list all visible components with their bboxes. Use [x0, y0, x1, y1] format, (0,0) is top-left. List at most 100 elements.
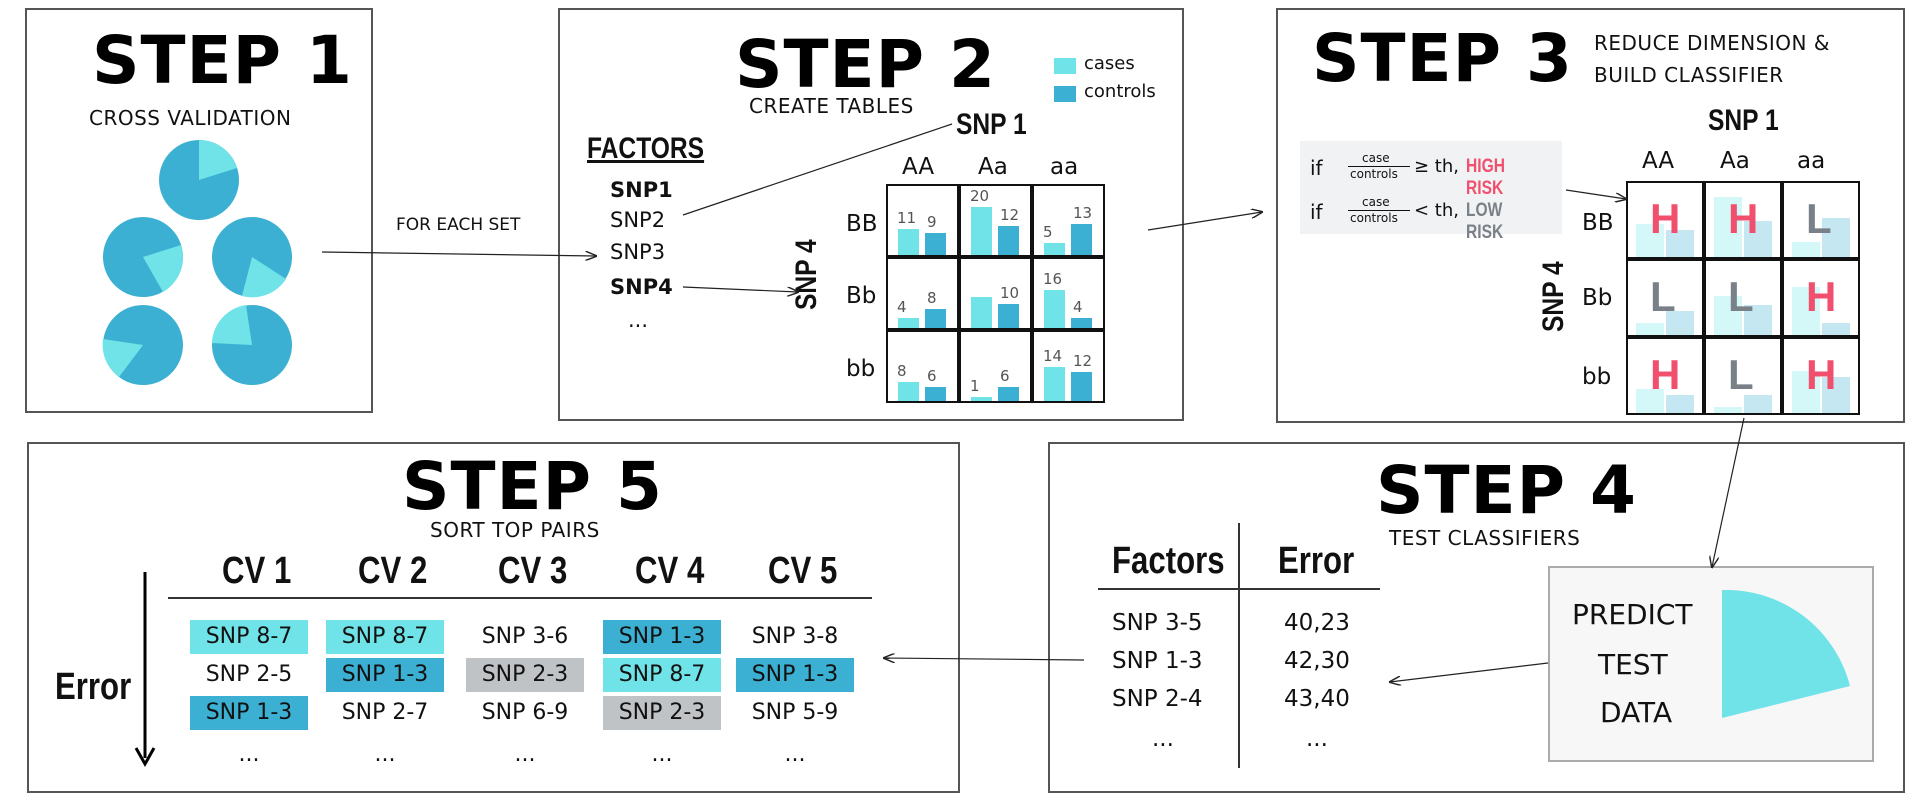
cases-value-label: 16 [1043, 269, 1063, 288]
step2-row-BB: BB [846, 211, 878, 237]
step4-row2-factor: SNP 1-3 [1112, 648, 1203, 674]
faded-controls-bar [1822, 377, 1850, 413]
cv-more-ellipsis: ... [374, 742, 396, 767]
cv-header-5: CV 5 [768, 550, 838, 592]
controls-value-label: 6 [927, 366, 937, 385]
factor-snp2: SNP2 [610, 208, 666, 232]
legend-cases-swatch [1054, 58, 1076, 74]
high-risk-label: H [1806, 351, 1837, 398]
predict-line2: TEST [1598, 648, 1668, 681]
cv-more-ellipsis: ... [651, 742, 673, 767]
cv-pair-tag: SNP 5-9 [751, 700, 839, 725]
faded-cases-bar [1714, 296, 1742, 335]
cv-pair-tag: SNP 1-3 [736, 658, 854, 692]
step2-col-Aa: Aa [978, 154, 1008, 180]
step3-col-Aa: Aa [1720, 148, 1750, 174]
cases-value-label: 14 [1043, 347, 1063, 366]
cv-pie-4 [102, 305, 183, 385]
step5-header-rule [168, 597, 872, 599]
cv-pair-tag: SNP 2-3 [466, 658, 584, 692]
rule-low: if case controls < th, LOW RISK [1310, 191, 1560, 243]
cv-header-4: CV 4 [635, 550, 705, 592]
factors-heading: FACTORS [587, 132, 705, 165]
step2-col-AA: AA [902, 154, 935, 180]
legend-controls-label: controls [1084, 81, 1156, 102]
step3-cell-r2c3: H [1782, 259, 1860, 337]
faded-cases-bar [1714, 407, 1742, 413]
cases-bar [971, 296, 992, 328]
rule-high: if case controls ≥ th, HIGH RISK [1310, 147, 1560, 199]
step5-error-label: Error [55, 666, 132, 708]
cv-pie-2 [103, 217, 183, 297]
cv-pie-3 [212, 217, 292, 298]
rule-low-den: controls [1350, 211, 1398, 225]
cv-pair-tag: SNP 8-7 [326, 620, 444, 654]
faded-cases-bar [1792, 242, 1820, 257]
line-snp1-to-table [682, 123, 953, 216]
step3-subtitle-line2: BUILD CLASSIFIER [1594, 63, 1784, 87]
controls-bar [1071, 223, 1092, 255]
step3-row-BB: BB [1582, 210, 1614, 236]
step4-row2-error: 42,30 [1284, 648, 1350, 674]
step3-cell-r1c2: H [1704, 181, 1782, 259]
step3-title: STEP 3 [1312, 20, 1573, 97]
cases-value-label: 5 [1043, 223, 1053, 241]
cv-pair-tag: SNP 3-6 [481, 624, 569, 649]
cv-more-ellipsis: ... [514, 742, 536, 767]
cross-validation-pies [102, 140, 292, 385]
cases-value-label: 11 [897, 208, 917, 227]
faded-cases-bar [1636, 224, 1664, 257]
cases-bar [1044, 367, 1065, 401]
low-risk-label: L [1728, 351, 1754, 398]
step3-cell-r3c3: H [1782, 337, 1860, 415]
cv-pair-tag: SNP 2-7 [341, 700, 429, 725]
high-risk-label: H [1650, 351, 1681, 398]
controls-value-label: 6 [1000, 366, 1010, 385]
cv-more-ellipsis: ... [238, 742, 260, 767]
step3-row-bb: bb [1582, 364, 1612, 390]
step3-row-Bb: Bb [1582, 285, 1613, 311]
step3-subtitle-line1: REDUCE DIMENSION & [1594, 31, 1830, 55]
faded-controls-bar [1744, 305, 1772, 335]
cases-bar [971, 207, 992, 255]
cv-header-3: CV 3 [498, 550, 568, 592]
cv-pair-tag: SNP 6-9 [481, 700, 569, 725]
step3-cell-r1c3: L [1782, 181, 1860, 259]
step4-column-rule [1238, 523, 1240, 768]
predict-line3: DATA [1600, 696, 1673, 729]
factor-snp4: SNP4 [610, 275, 673, 299]
step2-col-aa: aa [1050, 154, 1079, 180]
arrow-predict-to-step4 [1390, 662, 1549, 682]
faded-controls-bar [1744, 221, 1772, 257]
low-risk-label: L [1806, 195, 1832, 242]
cases-bar [971, 397, 992, 401]
controls-bar [925, 386, 946, 401]
high-risk-label: H [1650, 195, 1681, 242]
step1-subtitle: CROSS VALIDATION [89, 106, 292, 130]
cases-value-label: 1 [970, 377, 980, 395]
cases-value-label: 4 [897, 298, 907, 317]
step4-row4-error: ... [1306, 726, 1328, 752]
faded-controls-bar [1822, 323, 1850, 335]
controls-bar [998, 304, 1019, 328]
low-risk-label: L [1728, 273, 1754, 320]
faded-controls-bar [1666, 311, 1694, 335]
cases-value-label: 8 [897, 361, 907, 380]
controls-bar [998, 386, 1019, 401]
cv-pair-tag: SNP 2-3 [603, 696, 721, 730]
rule-low-num: case [1362, 195, 1390, 209]
step1-title: STEP 1 [92, 22, 353, 99]
rule-low-op: < th, [1414, 200, 1459, 221]
arrow-step1-to-step2 [321, 252, 596, 256]
low-risk-label: L [1650, 273, 1676, 320]
faded-cases-bar [1792, 371, 1820, 413]
cv-header-2: CV 2 [358, 550, 428, 592]
arrow-rules-to-table [1565, 189, 1626, 199]
faded-cases-bar [1636, 323, 1664, 335]
error-down-arrow [134, 572, 156, 768]
